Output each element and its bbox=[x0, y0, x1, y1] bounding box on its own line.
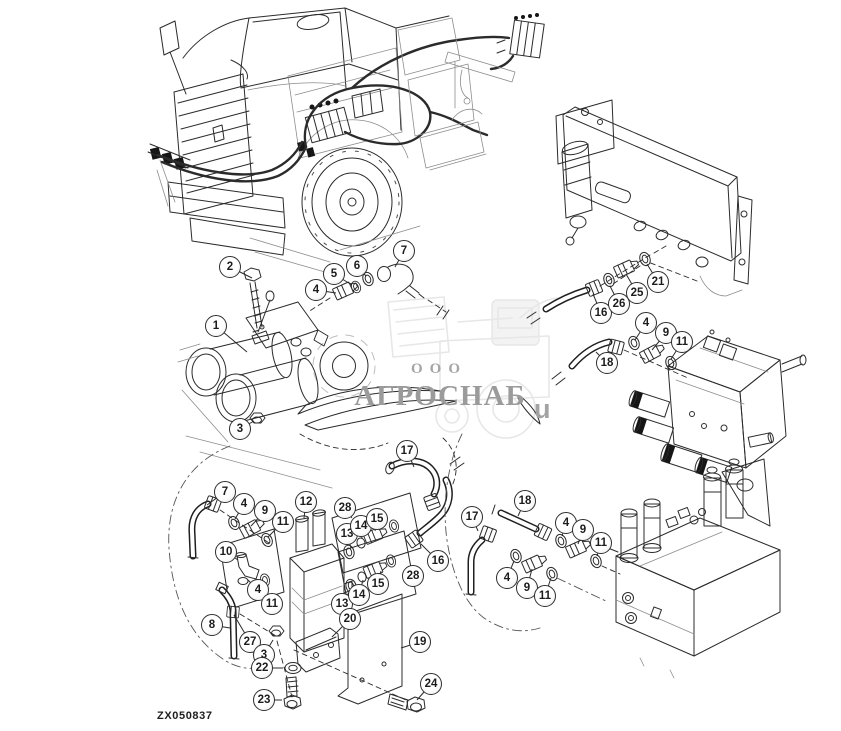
callout-5: 5 bbox=[323, 263, 345, 285]
callout-20: 20 bbox=[339, 608, 361, 630]
callout-12: 12 bbox=[295, 491, 317, 513]
callout-26: 26 bbox=[608, 293, 630, 315]
callout-28: 28 bbox=[402, 565, 424, 587]
callout-15: 15 bbox=[367, 573, 389, 595]
callout-24: 24 bbox=[420, 673, 442, 695]
callout-11: 11 bbox=[534, 585, 556, 607]
mounting-bracket-and-plate bbox=[268, 593, 426, 713]
callout-16: 16 bbox=[427, 550, 449, 572]
callout-11: 11 bbox=[272, 511, 294, 533]
hydraulic-tank-illustration bbox=[555, 99, 753, 297]
watermark-company-name: АГРОСНАБ bbox=[354, 380, 526, 412]
callout-4: 4 bbox=[635, 312, 657, 334]
watermark-harvester-silhouette bbox=[387, 296, 568, 439]
callout-2: 2 bbox=[219, 256, 241, 278]
callout-23: 23 bbox=[253, 689, 275, 711]
callout-7: 7 bbox=[393, 240, 415, 262]
callout-6: 6 bbox=[346, 255, 368, 277]
lower-left-hose-group bbox=[168, 445, 285, 669]
callout-4: 4 bbox=[233, 493, 255, 515]
coupler-valve-assembly bbox=[177, 263, 450, 489]
callout-17: 17 bbox=[461, 506, 483, 528]
callout-11: 11 bbox=[261, 593, 283, 615]
callout-9: 9 bbox=[254, 500, 276, 522]
callout-25: 25 bbox=[626, 282, 648, 304]
watermark-wheat-swoosh bbox=[297, 386, 541, 431]
solenoid-valve-and-plates bbox=[289, 433, 457, 653]
watermark-company-prefix: ООО bbox=[410, 361, 467, 377]
callout-9: 9 bbox=[572, 519, 594, 541]
vehicle-front-illustration bbox=[147, 7, 545, 273]
callout-19: 19 bbox=[409, 631, 431, 653]
control-valve-illustration bbox=[628, 329, 807, 484]
callout-17: 17 bbox=[396, 440, 418, 462]
drawing-code-label: ZX050837 bbox=[157, 710, 213, 722]
return-hose-fittings-group bbox=[551, 334, 689, 386]
manifold-block-illustration bbox=[599, 458, 781, 679]
callout-1: 1 bbox=[205, 315, 227, 337]
callout-3: 3 bbox=[229, 418, 251, 440]
suction-fittings-group bbox=[526, 245, 667, 325]
watermark-gear-icon bbox=[312, 334, 376, 398]
callout-7: 7 bbox=[214, 481, 236, 503]
callout-21: 21 bbox=[647, 271, 669, 293]
callout-28: 28 bbox=[334, 497, 356, 519]
callout-16: 16 bbox=[590, 302, 612, 324]
callout-4: 4 bbox=[496, 567, 518, 589]
callout-15: 15 bbox=[366, 508, 388, 530]
callout-18: 18 bbox=[596, 352, 618, 374]
callout-10: 10 bbox=[215, 541, 237, 563]
callout-4: 4 bbox=[305, 279, 327, 301]
callout-22: 22 bbox=[251, 657, 273, 679]
callout-14: 14 bbox=[348, 584, 370, 606]
callout-11: 11 bbox=[590, 532, 612, 554]
watermark-url-letter: u bbox=[534, 394, 551, 424]
callout-8: 8 bbox=[201, 614, 223, 636]
callout-18: 18 bbox=[514, 490, 536, 512]
callout-11: 11 bbox=[671, 331, 693, 353]
